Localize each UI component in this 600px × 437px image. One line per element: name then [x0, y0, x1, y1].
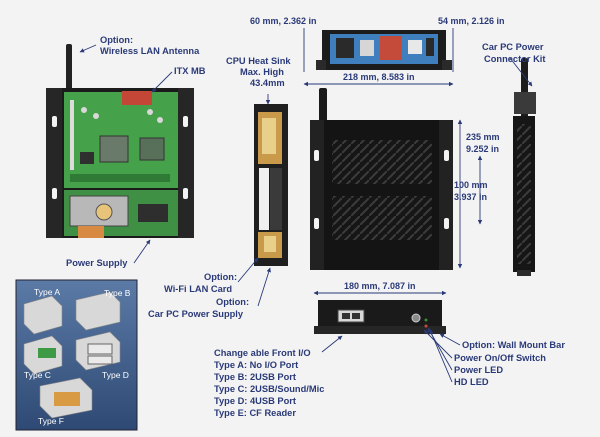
front-io-type-c: Type C: 2USB/Sound/Mic: [214, 384, 324, 394]
carpc-option-label: Option:: [216, 297, 249, 307]
dim-height-2: 9.252 in: [466, 144, 499, 154]
heat-sink-label-2: Max. High: [240, 67, 284, 77]
wifi-option-label: Option:: [204, 272, 237, 282]
front-io-type-a: Type A: No I/O Port: [214, 360, 298, 370]
connector-label-1: Car PC Power: [482, 42, 544, 52]
front-io-type-d: Type D: 4USB Port: [214, 396, 296, 406]
dim-mount-2: 3.937 in: [454, 192, 487, 202]
heat-sink-label-1: CPU Heat Sink: [226, 56, 291, 66]
front-io-label: Change able Front I/O: [214, 348, 311, 358]
antenna-option-label: Option:: [100, 35, 133, 45]
side-view: [513, 58, 536, 276]
dim-depth: 180 mm, 7.087 in: [344, 281, 416, 291]
dimension-lines: [265, 28, 483, 296]
hd-led-label: HD LED: [454, 377, 489, 387]
dim-top-left: 60 mm, 2.362 in: [250, 16, 317, 26]
antenna-icon: [66, 44, 72, 94]
front-view: [310, 88, 453, 270]
inset-type-a: Type A: [34, 287, 60, 297]
inset-type-b: Type B: [104, 288, 131, 298]
front-io-inset: [15, 279, 138, 431]
open-chassis: [46, 44, 194, 238]
carpc-ps-label: Car PC Power Supply: [148, 309, 244, 319]
power-led-label: Power LED: [454, 365, 503, 375]
inset-type-c: Type C: [24, 370, 51, 380]
inset-type-d: Type D: [102, 370, 129, 380]
connector-label-2: Connector Kit: [484, 54, 545, 64]
top-view: [316, 30, 452, 70]
antenna-label: Wireless LAN Antenna: [100, 46, 200, 56]
bottom-view: [314, 300, 446, 334]
dim-mount-1: 100 mm: [454, 180, 488, 190]
callout-lines: [79, 44, 533, 383]
wifi-card-label: Wi-Fi LAN Card: [164, 284, 232, 294]
itx-mb-label: ITX MB: [174, 66, 206, 76]
dim-top-right: 54 mm, 2.126 in: [438, 16, 505, 26]
heat-sink-label-3: 43.4mm: [250, 78, 285, 88]
front-io-type-b: Type B: 2USB Port: [214, 372, 296, 382]
inset-type-f: Type F: [38, 416, 64, 426]
antenna-icon: [319, 88, 327, 124]
wall-mount-label: Option: Wall Mount Bar: [462, 340, 565, 350]
power-supply-label: Power Supply: [66, 258, 128, 268]
power-switch-label: Power On/Off Switch: [454, 353, 546, 363]
heat-sink-side: [254, 104, 288, 266]
dim-height-1: 235 mm: [466, 132, 500, 142]
dim-width: 218 mm, 8.583 in: [343, 72, 415, 82]
front-io-type-e: Type E: CF Reader: [214, 408, 296, 418]
